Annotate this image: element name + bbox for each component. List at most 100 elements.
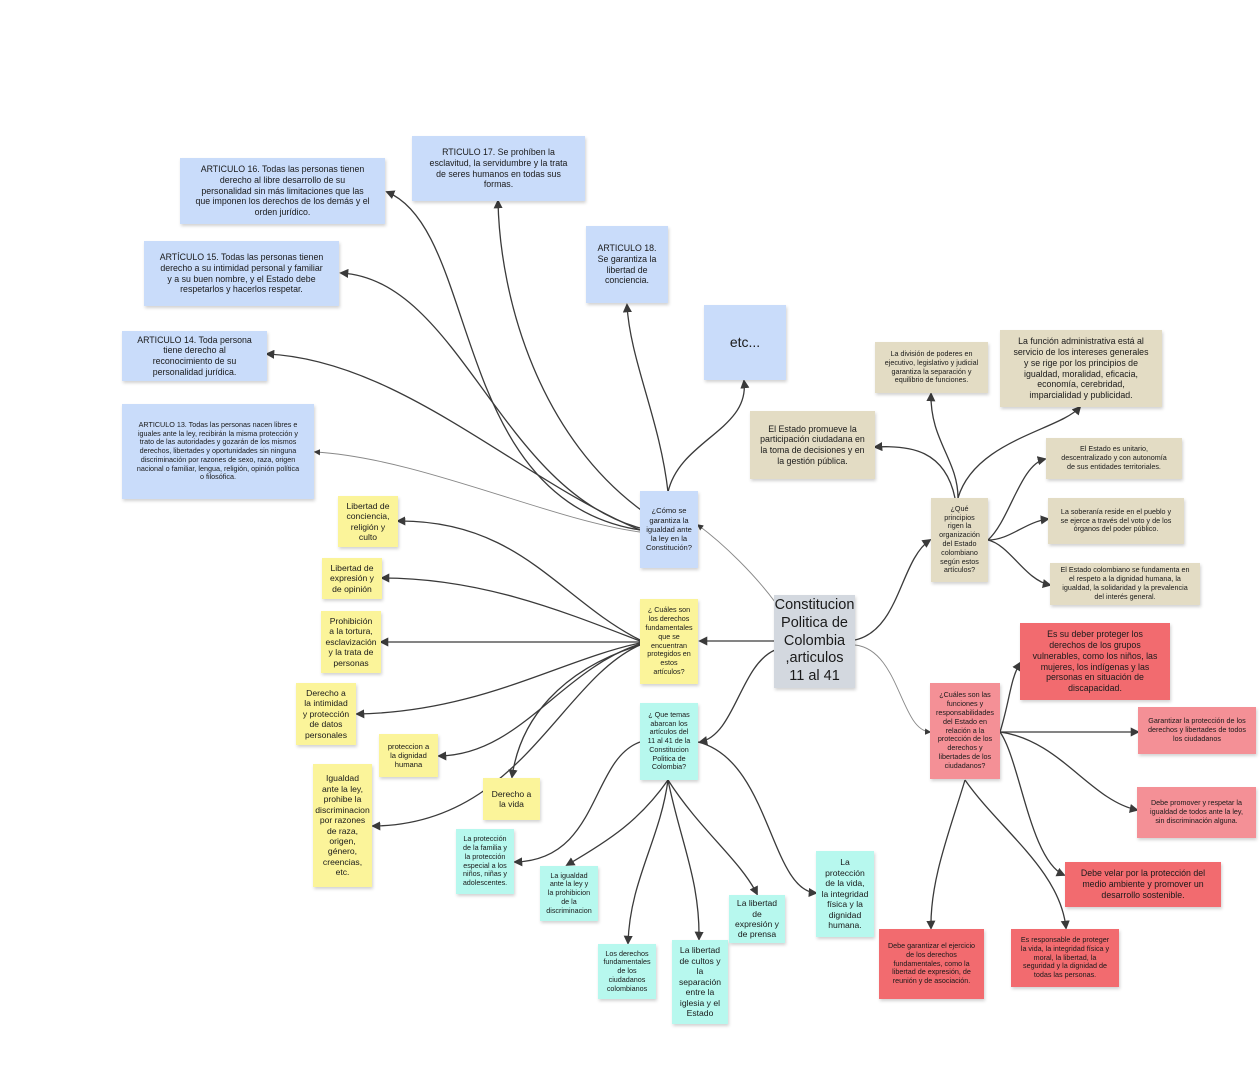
link-central-funciones bbox=[854, 644, 932, 735]
link-to-art18 bbox=[622, 303, 669, 493]
node-etc-text: etc... bbox=[729, 333, 761, 350]
node-dignidad-humana-estado-text: El Estado colombiano se fundamenta en el… bbox=[1060, 565, 1190, 601]
node-proteccion-familia-text: La protección de la familia y la protecc… bbox=[462, 834, 508, 888]
node-division-poderes[interactable]: La división de poderes en ejecutivo, leg… bbox=[875, 342, 988, 393]
node-funcion-administrativa-text: La función administrativa está al servic… bbox=[1013, 336, 1149, 400]
node-estado-unitario[interactable]: El Estado es unitario, descentralizado y… bbox=[1046, 438, 1182, 479]
node-grupos-vulnerables[interactable]: Es su deber proteger los derechos de los… bbox=[1020, 623, 1170, 700]
node-funcion-administrativa[interactable]: La función administrativa está al servic… bbox=[1000, 330, 1162, 407]
node-articulo-14-text: ARTICULO 14. Toda persona tiene derecho … bbox=[137, 334, 252, 377]
node-derechos-fundamentales-text: Los derechos fundamentales de los ciudad… bbox=[603, 948, 651, 993]
link-to-r-ejercicio bbox=[926, 779, 966, 930]
node-proteger-vida[interactable]: Es responsable de proteger la vida, la i… bbox=[1011, 929, 1119, 987]
question-derechos[interactable]: ¿ Cuáles son los derechos fundamentales … bbox=[640, 599, 698, 684]
node-derechos-fundamentales[interactable]: Los derechos fundamentales de los ciudad… bbox=[598, 944, 656, 999]
node-promover-igualdad[interactable]: Debe promover y respetar la igualdad de … bbox=[1137, 787, 1256, 838]
question-igualdad[interactable]: ¿Cómo se garantiza la igualdad ante la l… bbox=[640, 491, 698, 568]
link-to-y-igualdad bbox=[371, 644, 641, 831]
question-derechos-text: ¿ Cuáles son los derechos fundamentales … bbox=[645, 605, 693, 676]
node-derecho-vida-text: Derecho a la vida bbox=[491, 788, 532, 809]
node-derecho-intimidad-text: Derecho a la intimidad y protección de d… bbox=[302, 687, 350, 740]
node-proteger-vida-text: Es responsable de proteger la vida, la i… bbox=[1020, 935, 1110, 980]
node-articulo-16-text: ARTICULO 16. Todas las personas tienen d… bbox=[195, 164, 370, 218]
link-to-y-vida bbox=[508, 644, 641, 779]
node-articulo-15[interactable]: ARTÍCULO 15. Todas las personas tienen d… bbox=[144, 241, 339, 306]
node-igualdad-ante-ley[interactable]: Igualdad ante la ley, prohibe la discrim… bbox=[313, 764, 372, 887]
node-soberania-text: La soberanía reside en el pueblo y se ej… bbox=[1060, 506, 1172, 534]
node-igualdad-ante-ley-text: Igualdad ante la ley, prohibe la discrim… bbox=[315, 773, 370, 878]
link-to-b-division bbox=[926, 392, 959, 499]
node-grupos-vulnerables-text: Es su deber proteger los derechos de los… bbox=[1032, 629, 1158, 693]
question-funciones-text: ¿Cuáles son las funciones y responsabili… bbox=[936, 690, 994, 770]
node-etc[interactable]: etc... bbox=[704, 305, 786, 380]
link-to-y-conciencia bbox=[396, 516, 641, 641]
question-principios[interactable]: ¿Qué principios rigen la organización de… bbox=[931, 498, 988, 582]
node-dignidad-humana[interactable]: proteccion a la dignidad humana bbox=[379, 734, 438, 777]
node-igualdad-discriminacion-text: La igualdad ante la ley y la prohibicion… bbox=[546, 870, 592, 915]
node-libertad-conciencia-text: Libertad de conciencia, religión y culto bbox=[346, 500, 390, 542]
node-articulo-13[interactable]: ARTICULO 13. Todas las personas nacen li… bbox=[122, 404, 314, 499]
node-soberania[interactable]: La soberanía reside en el pueblo y se ej… bbox=[1048, 498, 1184, 544]
link-central-igualdad bbox=[696, 524, 776, 603]
link-to-r-responsable bbox=[964, 779, 1070, 930]
central-topic[interactable]: Constitucion Politica de Colombia ,artic… bbox=[774, 595, 855, 688]
node-medio-ambiente-text: Debe velar por la protección del medio a… bbox=[1080, 868, 1206, 900]
link-to-a-cultos bbox=[667, 779, 704, 941]
node-articulo-14[interactable]: ARTICULO 14. Toda persona tiene derecho … bbox=[122, 331, 267, 381]
node-garantizar-ejercicio[interactable]: Debe garantizar el ejercicio de los dere… bbox=[879, 929, 984, 999]
node-libertad-cultos-text: La libertad de cultos y la separación en… bbox=[678, 945, 722, 1019]
link-to-y-expresion bbox=[380, 573, 641, 642]
node-articulo-17[interactable]: RTICULO 17. Se prohíben la esclavitud, l… bbox=[412, 136, 585, 201]
link-to-art16 bbox=[385, 190, 641, 531]
link-to-r-vulnerables bbox=[999, 661, 1021, 733]
node-libertad-expresion[interactable]: Libertad de expresión y de opinión bbox=[322, 558, 382, 599]
node-libertad-prensa[interactable]: La libertad de expresión y de prensa bbox=[729, 895, 785, 943]
node-garantizar-ejercicio-text: Debe garantizar el ejercicio de los dere… bbox=[887, 941, 976, 986]
link-central-temas bbox=[698, 649, 776, 746]
link-to-art15 bbox=[339, 268, 641, 529]
node-libertad-prensa-text: La libertad de expresión y de prensa bbox=[735, 898, 779, 940]
link-to-r-ambiente bbox=[999, 731, 1066, 877]
node-articulo-15-text: ARTÍCULO 15. Todas las personas tienen d… bbox=[159, 252, 324, 295]
node-garantizar-proteccion[interactable]: Garantizar la protección de los derechos… bbox=[1138, 707, 1256, 754]
link-to-b-soberania bbox=[987, 515, 1050, 541]
central-topic-text: Constitucion Politica de Colombia ,artic… bbox=[774, 597, 855, 685]
node-derecho-vida[interactable]: Derecho a la vida bbox=[483, 778, 540, 820]
node-proteccion-vida[interactable]: La protección de la vida, la integridad … bbox=[816, 851, 874, 937]
link-central-principios bbox=[854, 538, 932, 641]
node-promover-igualdad-text: Debe promover y respetar la igualdad de … bbox=[1150, 798, 1243, 825]
link-to-a-familia bbox=[513, 741, 641, 867]
link-to-b-funcion bbox=[957, 405, 1082, 499]
node-dignidad-humana-estado[interactable]: El Estado colombiano se fundamenta en el… bbox=[1050, 563, 1200, 605]
node-articulo-17-text: RTICULO 17. Se prohíben la esclavitud, l… bbox=[429, 147, 568, 190]
link-to-r-promover bbox=[999, 731, 1139, 813]
link-to-y-intimidad bbox=[355, 642, 641, 719]
node-igualdad-discriminacion[interactable]: La igualdad ante la ley y la prohibicion… bbox=[540, 866, 598, 921]
node-articulo-16[interactable]: ARTICULO 16. Todas las personas tienen d… bbox=[180, 158, 385, 224]
node-libertad-expresion-text: Libertad de expresión y de opinión bbox=[330, 562, 374, 594]
link-to-etc bbox=[667, 379, 750, 493]
node-participacion-ciudadana-text: El Estado promueve la participación ciud… bbox=[760, 423, 865, 466]
node-derecho-intimidad[interactable]: Derecho a la intimidad y protección de d… bbox=[296, 683, 356, 745]
question-temas[interactable]: ¿ Que temas abarcan los artículos del 11… bbox=[640, 703, 698, 780]
node-proteccion-familia[interactable]: La protección de la familia y la protecc… bbox=[456, 829, 514, 894]
link-to-art14 bbox=[265, 349, 641, 531]
question-igualdad-text: ¿Cómo se garantiza la igualdad ante la l… bbox=[645, 506, 692, 553]
node-prohibicion-tortura[interactable]: Prohibición a la tortura, esclavización … bbox=[321, 611, 381, 673]
node-proteccion-vida-text: La protección de la vida, la integridad … bbox=[821, 857, 869, 931]
link-to-a-vida bbox=[697, 741, 818, 898]
node-libertad-conciencia[interactable]: Libertad de conciencia, religión y culto bbox=[338, 496, 398, 547]
node-articulo-18[interactable]: ARTICULO 18. Se garantiza la libertad de… bbox=[586, 226, 668, 303]
link-to-a-prensa bbox=[667, 779, 758, 896]
node-dignidad-humana-text: proteccion a la dignidad humana bbox=[387, 741, 430, 770]
node-division-poderes-text: La división de poderes en ejecutivo, leg… bbox=[884, 348, 979, 385]
question-funciones[interactable]: ¿Cuáles son las funciones y responsabili… bbox=[930, 683, 1000, 779]
link-to-b-unitario bbox=[987, 456, 1047, 541]
question-principios-text: ¿Qué principios rigen la organización de… bbox=[939, 503, 980, 575]
node-prohibicion-tortura-text: Prohibición a la tortura, esclavización … bbox=[325, 615, 377, 668]
node-libertad-cultos[interactable]: La libertad de cultos y la separación en… bbox=[672, 940, 728, 1024]
node-participacion-ciudadana[interactable]: El Estado promueve la participación ciud… bbox=[750, 411, 875, 479]
question-temas-text: ¿ Que temas abarcan los artículos del 11… bbox=[647, 709, 691, 772]
node-medio-ambiente[interactable]: Debe velar por la protección del medio a… bbox=[1065, 862, 1221, 907]
